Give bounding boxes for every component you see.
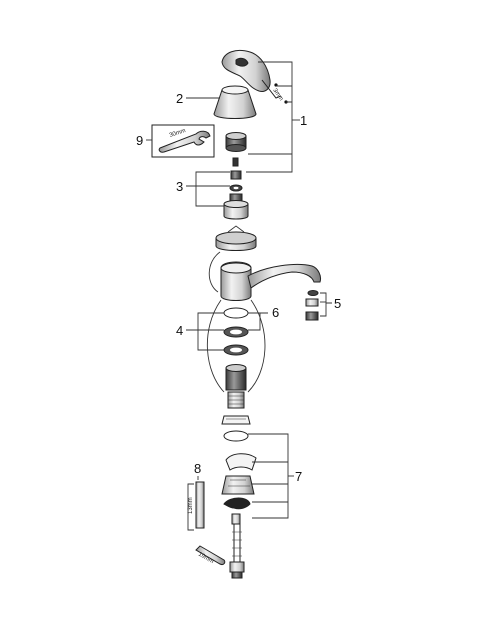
retaining-nut [230, 170, 242, 180]
cap-cover [213, 85, 257, 119]
callout-3: 3 [176, 179, 183, 194]
callout-5-leaders [320, 292, 332, 317]
callout-1: 1 [300, 113, 307, 128]
lever-handle [221, 49, 271, 92]
callout-7: 7 [295, 469, 302, 484]
callout-4: 4 [176, 323, 183, 338]
callout-1-leaders [246, 61, 300, 173]
aerator-set [305, 290, 319, 321]
callout-4-leaders [186, 312, 224, 351]
callout-8: 8 [194, 461, 201, 476]
washer-small [229, 184, 243, 192]
faucet-body [220, 261, 321, 301]
wrench-size-text: 30mm [169, 128, 187, 139]
base-gasket [221, 415, 251, 425]
small-pin [232, 157, 239, 167]
callout-3-leaders [186, 171, 230, 207]
callout-5: 5 [334, 296, 341, 311]
callout-9: 9 [136, 133, 143, 148]
o-ring-lower [223, 344, 249, 356]
spanner-19mm: 19mm [195, 545, 226, 565]
o-ring-top [223, 307, 249, 319]
callout-2: 2 [176, 91, 183, 106]
callout-6: 6 [272, 305, 279, 320]
supply-hoses [232, 524, 242, 568]
body-collar [215, 225, 257, 251]
nut-key-13mm: 13mm [187, 481, 205, 531]
o-ring-middle [223, 326, 249, 338]
threaded-shank [227, 391, 245, 409]
swivel-sleeve [225, 364, 247, 391]
wrench-30mm: 30mm [151, 124, 215, 158]
callout-7-leaders [248, 433, 294, 519]
nut-key-size-text: 13mm [188, 497, 194, 514]
cartridge [223, 193, 249, 220]
base-o-ring [223, 430, 249, 442]
horseshoe-washer [221, 453, 257, 495]
hose-fitting [229, 561, 245, 579]
threaded-ring [225, 132, 247, 152]
clamp-plate [223, 497, 251, 525]
callout-6-leader [248, 312, 268, 331]
